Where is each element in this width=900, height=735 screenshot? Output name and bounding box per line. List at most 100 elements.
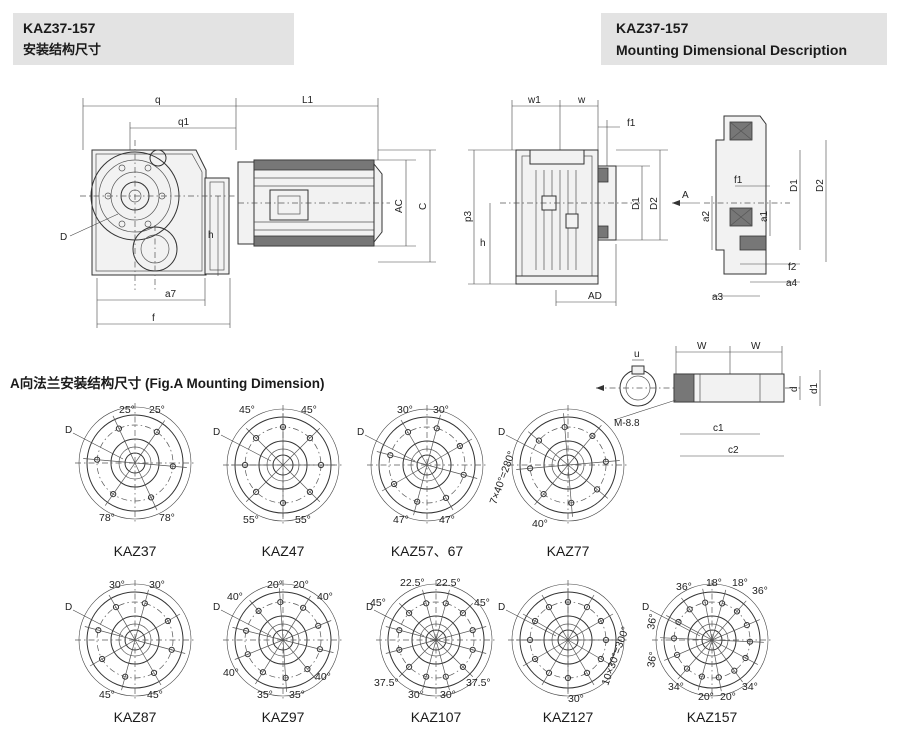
flange-radial-line — [711, 639, 722, 692]
flange-radial-line — [249, 599, 284, 641]
flange-KAZ37: D25°25°78°78°KAZ37 — [65, 403, 195, 559]
flange-bolt-hole — [255, 607, 262, 615]
flange-angle-arc — [511, 464, 625, 522]
flange-radial-line — [567, 613, 614, 641]
dim-W1: W — [697, 341, 707, 352]
flange-radial-line — [541, 639, 569, 686]
flange-KAZ47: D45°45°55°55°KAZ47 — [213, 404, 343, 559]
flange-bolt-hole — [243, 627, 250, 634]
flange-d-label: D — [498, 602, 505, 613]
flange-bolt-hole — [545, 604, 553, 611]
flange-radial-line — [134, 462, 158, 511]
flange-radial-line — [398, 639, 437, 678]
dim-a1: a1 — [759, 210, 770, 222]
flange-radial-line — [711, 639, 743, 683]
flange-angle-label: 40° — [317, 591, 333, 603]
flange-bolt-hole — [387, 452, 394, 459]
flange-radial-line — [245, 427, 284, 466]
flange-angle-label: 30° — [397, 404, 413, 416]
flange-angle-label: 78° — [99, 512, 115, 524]
dim-f: f — [152, 313, 155, 324]
flange-d-label: D — [357, 427, 364, 438]
flange-bolt-hole — [589, 432, 596, 439]
dim-h: h — [208, 230, 214, 241]
flange-radial-line — [660, 637, 713, 641]
flange-radial-line — [435, 639, 487, 654]
flange-bolt-hole — [396, 627, 403, 634]
flange-radial-line — [426, 464, 454, 511]
flange-bolt-hole — [168, 646, 175, 653]
dim-p3: p3 — [463, 210, 474, 222]
flange-radial-line — [567, 424, 602, 466]
flange-bolt-hole — [306, 488, 313, 495]
flange-bolt-hole — [683, 665, 691, 672]
flange-bolt-hole — [442, 673, 449, 680]
dim-L1: L1 — [302, 95, 314, 106]
flange-radial-line — [426, 414, 441, 466]
side-view: q q1 L1 D h — [60, 95, 436, 328]
flange-bolt-hole — [406, 663, 413, 671]
flange-radial-line — [567, 464, 609, 499]
flange-bolt-hole — [733, 608, 741, 615]
dim-AC: AC — [394, 199, 405, 213]
flange-radial-line — [279, 588, 284, 641]
flange-model-label: KAZ57、67 — [391, 543, 464, 559]
dim-f1: f1 — [627, 118, 636, 129]
flange-angle-label: 37.5° — [374, 677, 399, 689]
flange-bolt-hole — [112, 604, 120, 611]
flange-radial-line — [134, 613, 181, 641]
dim-A: A — [682, 190, 689, 201]
flange-angle-label: 34° — [742, 681, 758, 693]
header-left-subtitle: 安装结构尺寸 — [23, 42, 102, 57]
flange-angle-label: 20° — [267, 579, 283, 591]
flange-radial-line — [83, 458, 136, 464]
flange-radial-line — [567, 639, 595, 686]
flange-angle-label: 30° — [408, 689, 424, 701]
flange-KAZ77: D7×40°=280°40°KAZ77 — [488, 405, 628, 559]
flange-radial-line — [413, 464, 428, 516]
flange-bolt-hole — [715, 674, 722, 681]
flange-angle-label: 30° — [109, 579, 125, 591]
flange-bolt-hole — [306, 435, 313, 442]
flange-bolt-hole — [423, 600, 430, 607]
flange-radial-line — [697, 639, 713, 691]
flange-angle-arc — [370, 464, 484, 522]
flange-bolt-hole — [456, 442, 463, 450]
flange-KAZ127: D10×30°=300°30°KAZ127 — [498, 580, 632, 725]
flange-radial-line — [134, 589, 149, 641]
flange-bolt-hole — [244, 651, 251, 658]
flange-radial-line — [381, 464, 428, 492]
flange-bolt-hole — [99, 655, 106, 663]
section-title: A向法兰安装结构尺寸 (Fig.A Mounting Dimension) — [10, 375, 324, 391]
flange-bolt-hole — [719, 600, 726, 607]
flange-radial-line — [435, 639, 474, 678]
flange-angle-label: 45° — [301, 404, 317, 416]
flange-angle-label: 36° — [645, 613, 660, 631]
flange-angle-label: 22.5° — [436, 577, 461, 589]
flange-radial-line — [534, 464, 569, 506]
flange-radial-line — [664, 639, 713, 661]
flange-angle-arc — [655, 639, 769, 697]
flange-model-label: KAZ77 — [547, 543, 590, 559]
flange-radial-line — [134, 420, 166, 464]
dim-c1: c1 — [713, 423, 724, 434]
flange-bolt-hole — [253, 435, 260, 442]
flange-d-label: D — [213, 602, 220, 613]
flange-radial-line — [134, 462, 187, 468]
header-right: KAZ37-157 Mounting Dimensional Descripti… — [601, 13, 887, 65]
flange-KAZ97: D40°20°20°40°40°35°35°40°KAZ97 — [213, 579, 343, 725]
flange-radial-line — [398, 602, 437, 641]
flange-radial-line — [563, 413, 569, 466]
flange-diagrams: D25°25°78°78°KAZ37D45°45°55°55°KAZ47D30°… — [65, 403, 772, 725]
flange-radial-line — [426, 464, 478, 479]
flange-angle-label: 45° — [370, 597, 386, 609]
flange-bolt-hole — [259, 669, 266, 676]
flange-bolt-hole — [469, 646, 476, 653]
flange-radial-line — [104, 462, 136, 506]
flange-bolt-hole — [540, 491, 547, 498]
flange-d-leader — [220, 609, 272, 637]
flange-bolt-hole — [433, 425, 440, 432]
flange-radial-line — [134, 639, 186, 654]
dim-f2: f2 — [788, 262, 797, 273]
flange-angle-arc — [379, 639, 493, 697]
